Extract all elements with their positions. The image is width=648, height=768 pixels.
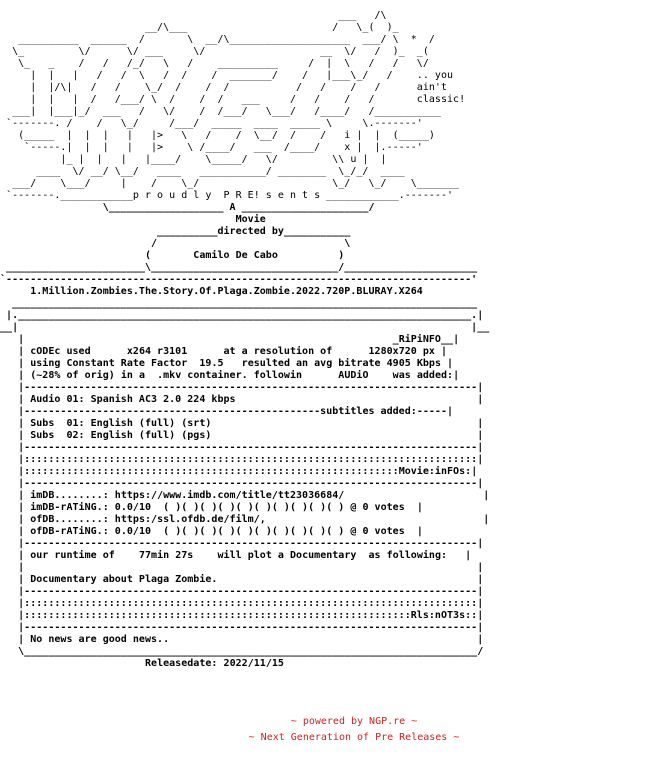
runtime-value: 77min 27s [138,550,194,561]
plot-text: Documentary about Plaga Zombie. [30,574,218,585]
codec-value: x264 r3101 [126,346,188,357]
intro-a: A [229,202,236,213]
imdb-rating-stars: ( )( )( )( )( )( )( )( )( )( ) [163,502,345,513]
footer-tagline: ~ Next Generation of Pre Releases ~ [248,732,460,743]
movie-info-header: Movie:inFOs: [398,466,472,477]
bitrate-value: 4905 Kbps [386,358,442,369]
release-date: 2022/11/15 [223,658,284,669]
resolution-value: 1280x720 px [368,346,435,357]
ofdb-rating: 0.0/10 [114,526,152,537]
footer: ~ powered by NGP.re ~ ~ Next Generation … [0,714,648,746]
subtitles-header: subtitles added: [320,406,417,417]
imdb-rating: 0.0/10 [114,502,152,513]
subtitle-track: Subs 01: English (full) (srt) [30,418,212,429]
release-name: 1.Million.Zombies.The.Story.Of.Plaga.Zom… [30,286,423,297]
intro-directed-by: directed by [217,226,284,237]
imdb-url: https://www.imdb.com/title/tt23036684/ [114,490,345,501]
intro-movie: Movie [235,214,266,225]
crf-value: 19.5 [199,358,224,369]
audio-track: Audio 01: Spanish AC3 2.0 224 kbps [30,394,236,405]
ofdb-url: https:/ssl.ofdb.de/film/, [114,514,266,525]
director-name: Camilo De Cabo [193,250,278,261]
nfo-text: ___ /\ __/\___ / \_( )_ __________ _____… [0,10,490,669]
notes-header: Rls:nOT3s: [410,610,472,621]
footer-powered-by: ~ powered by NGP.re ~ [290,716,418,727]
ascii-logo: ___ /\ __/\___ / \_( )_ __________ _____… [0,10,466,201]
notes-text: No news are good news.. [30,634,170,645]
subtitle-track: Subs 02: English (full) (pgs) [30,430,212,441]
ofdb-rating-stars: ( )( )( )( )( )( )( )( )( )( ) [163,526,345,537]
ripinfo-header: RiPiNFO [398,334,441,345]
release-date-label: Releasedate: [144,658,218,669]
